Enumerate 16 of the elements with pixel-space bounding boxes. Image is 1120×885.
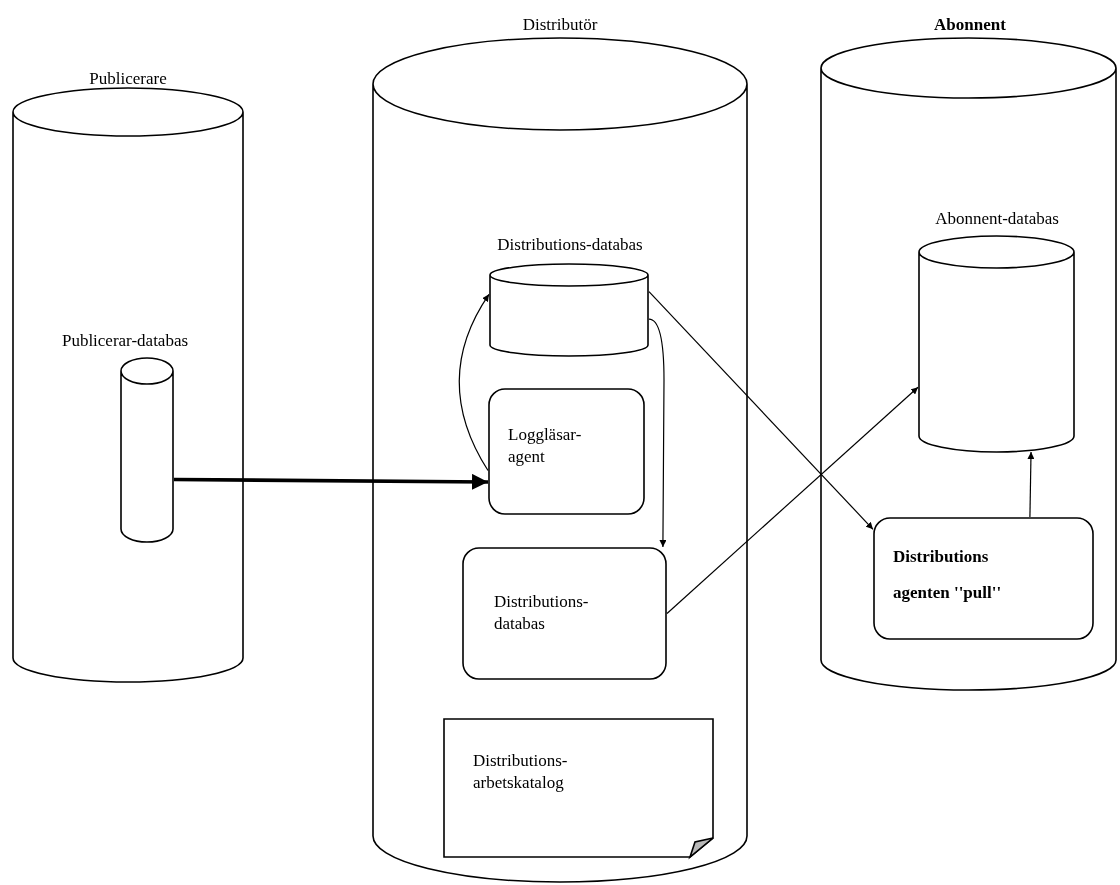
arrow bbox=[648, 318, 667, 548]
arrow bbox=[648, 291, 874, 530]
node-label: Distributions-databas bbox=[494, 591, 590, 636]
node-label: Distributions-arbetskatalog bbox=[473, 750, 569, 795]
node-title: Distributör bbox=[521, 14, 599, 36]
arrow bbox=[174, 473, 488, 490]
arrow bbox=[458, 293, 490, 472]
node-label: Loggläsar-agent bbox=[508, 424, 583, 469]
node-title: Abonnent-databas bbox=[934, 208, 1060, 230]
arrow bbox=[666, 386, 919, 615]
node-title: Publicerar-databas bbox=[60, 330, 190, 352]
arrow bbox=[1027, 451, 1035, 518]
node-title: Publicerare bbox=[88, 68, 168, 90]
node-label: Distributions agenten ''pull'' bbox=[893, 546, 1003, 604]
node-title: Distributions-databas bbox=[496, 234, 644, 256]
node-title: Abonnent bbox=[933, 14, 1007, 36]
